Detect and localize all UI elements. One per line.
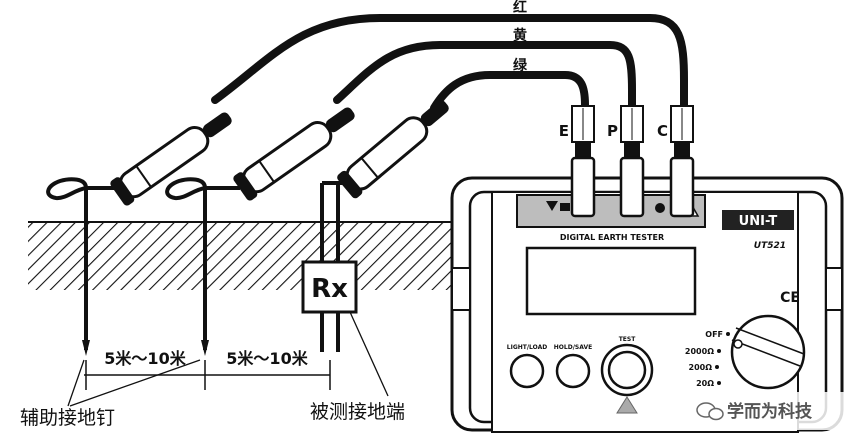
test-terminal-callout: 被测接地端	[310, 311, 405, 423]
model-label: UT521	[754, 241, 786, 251]
dial-2000: 2000Ω	[685, 347, 714, 356]
wire-label-green: 绿	[513, 57, 528, 74]
test-terminal-label: 被测接地端	[310, 401, 405, 423]
hold-save-button[interactable]	[555, 353, 591, 389]
brand-label: UNI-T	[739, 214, 778, 229]
rx-box: Rx	[301, 260, 358, 314]
aux-pins-callout: 辅助接地钉	[20, 359, 201, 429]
dial-200: 200Ω	[689, 363, 713, 372]
ce-mark: CE	[780, 290, 800, 306]
soil	[28, 221, 453, 290]
dial-20: 20Ω	[696, 379, 714, 388]
terminal-p-label: P	[607, 122, 618, 140]
watermark-text: 学而为科技	[727, 401, 813, 422]
test-label: TEST	[619, 336, 637, 343]
test-electrode	[320, 181, 344, 352]
plug-p	[619, 105, 645, 218]
spacing-dimension: 5米～10米 5米～10米	[84, 349, 331, 390]
rx-label: Rx	[311, 274, 348, 304]
range-dial[interactable]	[730, 314, 806, 390]
dial-off: OFF	[705, 330, 723, 339]
plug-c	[669, 105, 695, 218]
cables	[211, 14, 688, 124]
plug-e	[570, 105, 596, 218]
wire-label-yellow: 黄	[513, 27, 527, 44]
device-title: DIGITAL EARTH TESTER	[560, 233, 664, 242]
aux-pins-label: 辅助接地钉	[20, 407, 115, 429]
test-button[interactable]	[600, 343, 654, 397]
clip-3	[337, 100, 449, 199]
test-arrow-icon	[616, 396, 638, 414]
watermark: 学而为科技	[690, 392, 850, 430]
light-load-label: LIGHT/LOAD	[507, 344, 547, 351]
aux-pin-2	[165, 177, 240, 356]
terminal-e-label: E	[559, 122, 569, 140]
wire-label-red: 红	[513, 0, 527, 16]
spacing-2-label: 5米～10米	[226, 349, 308, 368]
terminal-c-label: C	[657, 122, 668, 140]
clip-1	[110, 112, 232, 206]
brand-badge: UNI-T	[722, 210, 794, 230]
spacing-1-label: 5米～10米	[104, 349, 186, 368]
hold-save-label: HOLD/SAVE	[554, 344, 592, 351]
clip-2	[233, 107, 355, 201]
dial-positions: OFF 2000Ω 200Ω 20Ω	[685, 330, 730, 388]
lcd-screen	[525, 246, 697, 316]
light-load-button[interactable]	[509, 353, 545, 389]
wechat-icon	[696, 402, 724, 421]
